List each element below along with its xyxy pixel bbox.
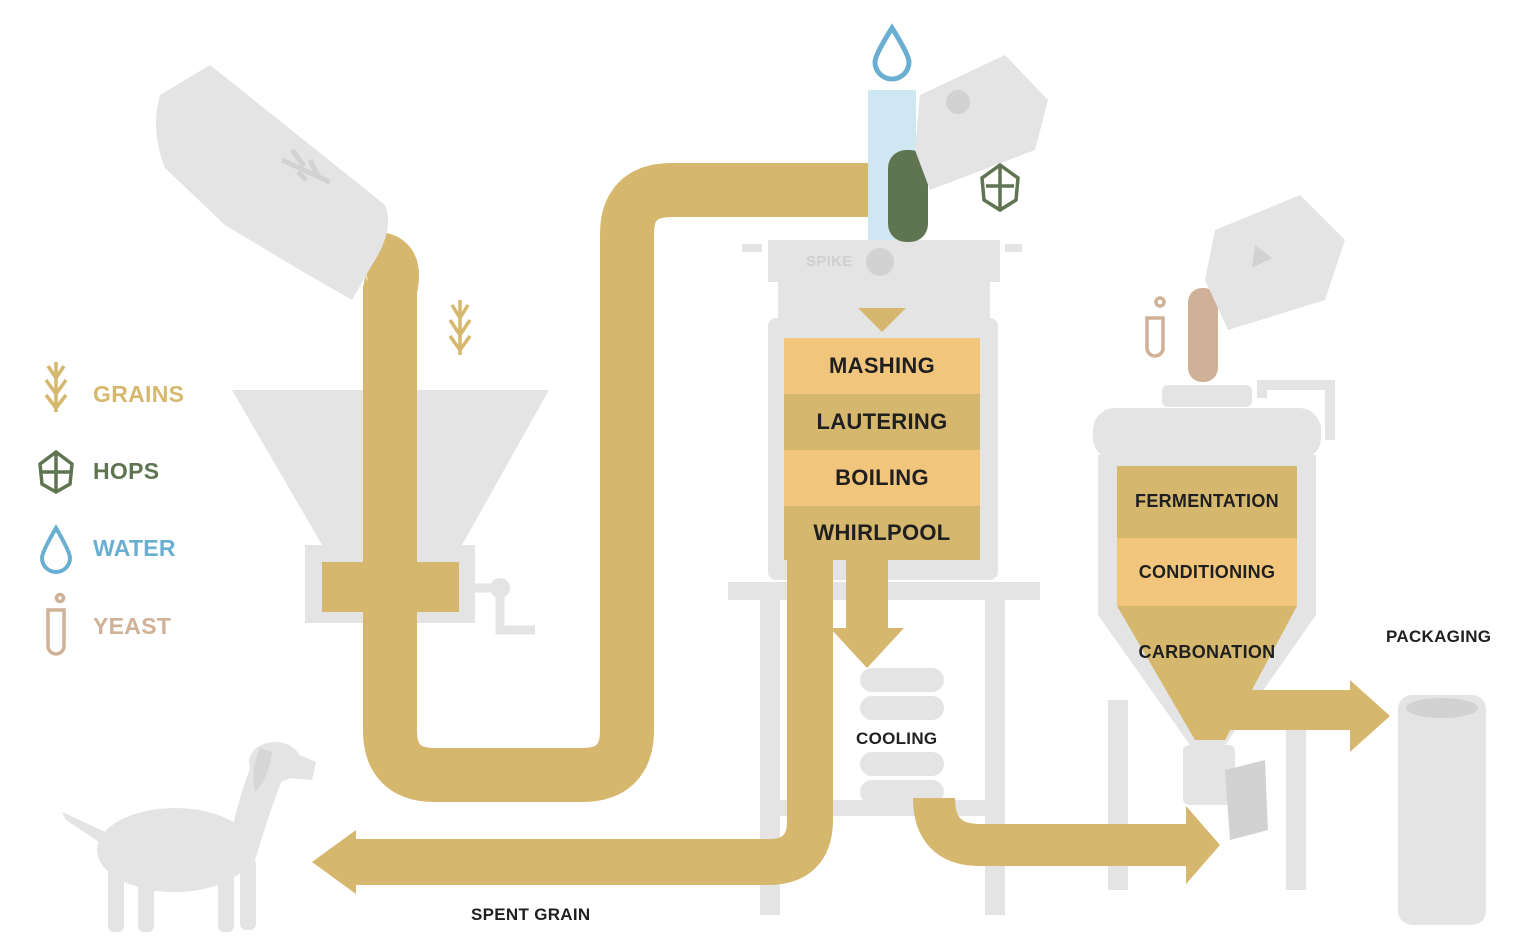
hop-icon xyxy=(980,162,1020,213)
step-whirlpool: WHIRLPOOL xyxy=(813,520,951,545)
legend-water-drop-icon xyxy=(39,524,73,574)
packaging-label: PACKAGING xyxy=(1386,627,1492,646)
legend-label-hops: HOPS xyxy=(93,458,160,484)
keg xyxy=(1398,695,1486,925)
test-tube-icon xyxy=(1145,296,1166,358)
kettle-brand: SPIKE xyxy=(806,253,853,270)
legend-label-grains: GRAINS xyxy=(93,381,185,407)
step-conditioning: CONDITIONING xyxy=(1138,561,1276,582)
water-drop-icon xyxy=(872,23,912,82)
step-carbonation: CARBONATION xyxy=(1138,641,1276,662)
kettle-steps-bg xyxy=(784,338,980,560)
yeast-stream xyxy=(1188,288,1218,382)
legend-hop-icon xyxy=(38,449,74,495)
cooling-label: COOLING xyxy=(856,729,938,748)
step-fermentation: FERMENTATION xyxy=(1135,490,1279,511)
legend-label-water: WATER xyxy=(93,535,176,561)
wheat-icon xyxy=(448,300,472,355)
grain-flow xyxy=(312,163,1390,894)
yeast-bag xyxy=(1205,195,1345,330)
cooling-coil xyxy=(860,668,944,804)
dog-silhouette xyxy=(62,742,316,932)
step-boiling: BOILING xyxy=(835,465,929,490)
legend-label-yeast: YEAST xyxy=(93,613,172,639)
hops-stream xyxy=(888,150,928,242)
step-mashing: MASHING xyxy=(829,353,935,378)
grain-bag xyxy=(156,65,389,300)
hops-bag xyxy=(915,55,1048,190)
legend-wheat-icon xyxy=(44,362,68,412)
spent-grain-label: SPENT GRAIN xyxy=(471,905,591,924)
step-lautering: LAUTERING xyxy=(816,409,948,434)
legend-test-tube-icon xyxy=(46,592,66,656)
fermenter-steps-bg xyxy=(1117,466,1297,740)
